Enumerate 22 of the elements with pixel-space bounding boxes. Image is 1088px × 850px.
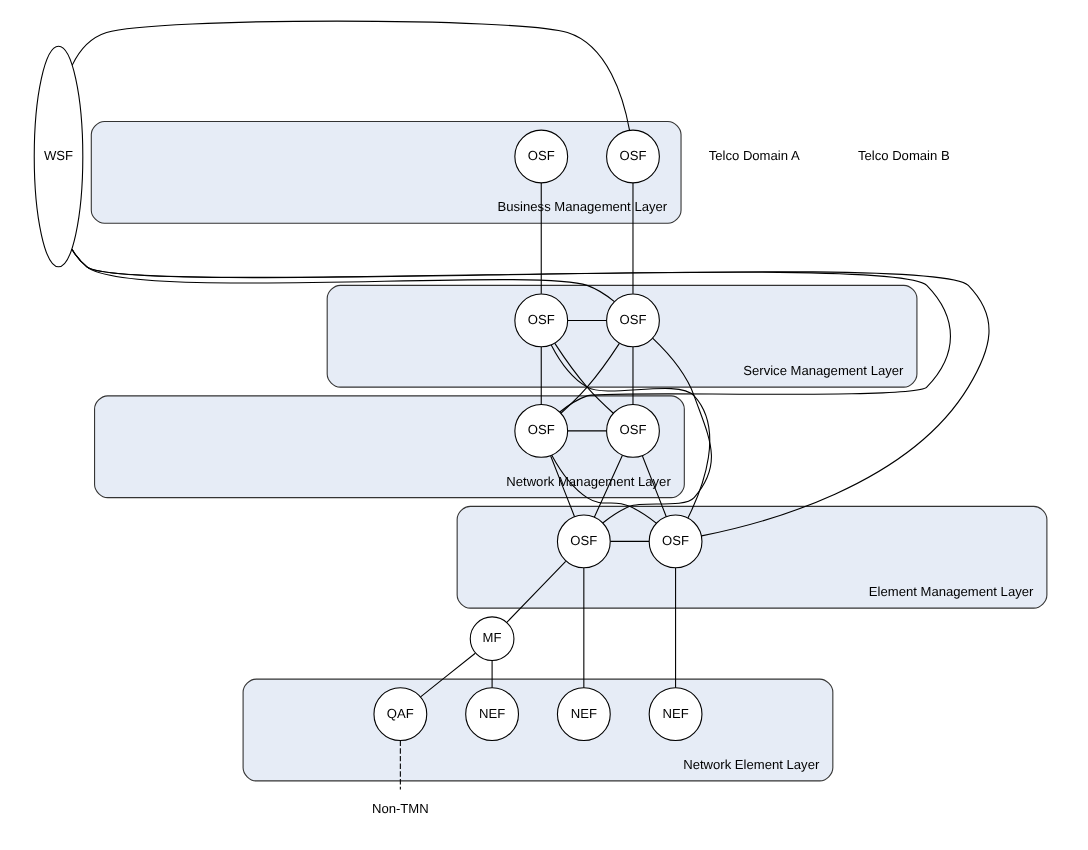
connector xyxy=(490,660,492,689)
connector xyxy=(601,337,711,524)
connector xyxy=(70,248,614,303)
connector xyxy=(419,652,475,698)
connector xyxy=(566,430,607,432)
connector xyxy=(674,567,676,689)
connector xyxy=(70,248,989,537)
connector xyxy=(608,540,649,542)
connector xyxy=(631,182,633,295)
connector xyxy=(631,346,633,406)
connector xyxy=(539,182,541,295)
connector xyxy=(592,454,622,518)
connector xyxy=(539,346,541,406)
connector xyxy=(640,455,666,518)
connector xyxy=(549,455,575,518)
connector xyxy=(549,344,710,519)
connector xyxy=(70,248,950,413)
connector xyxy=(566,319,607,321)
connector xyxy=(582,567,584,689)
connector xyxy=(505,560,566,623)
connector xyxy=(70,20,630,131)
connector xyxy=(398,740,400,791)
